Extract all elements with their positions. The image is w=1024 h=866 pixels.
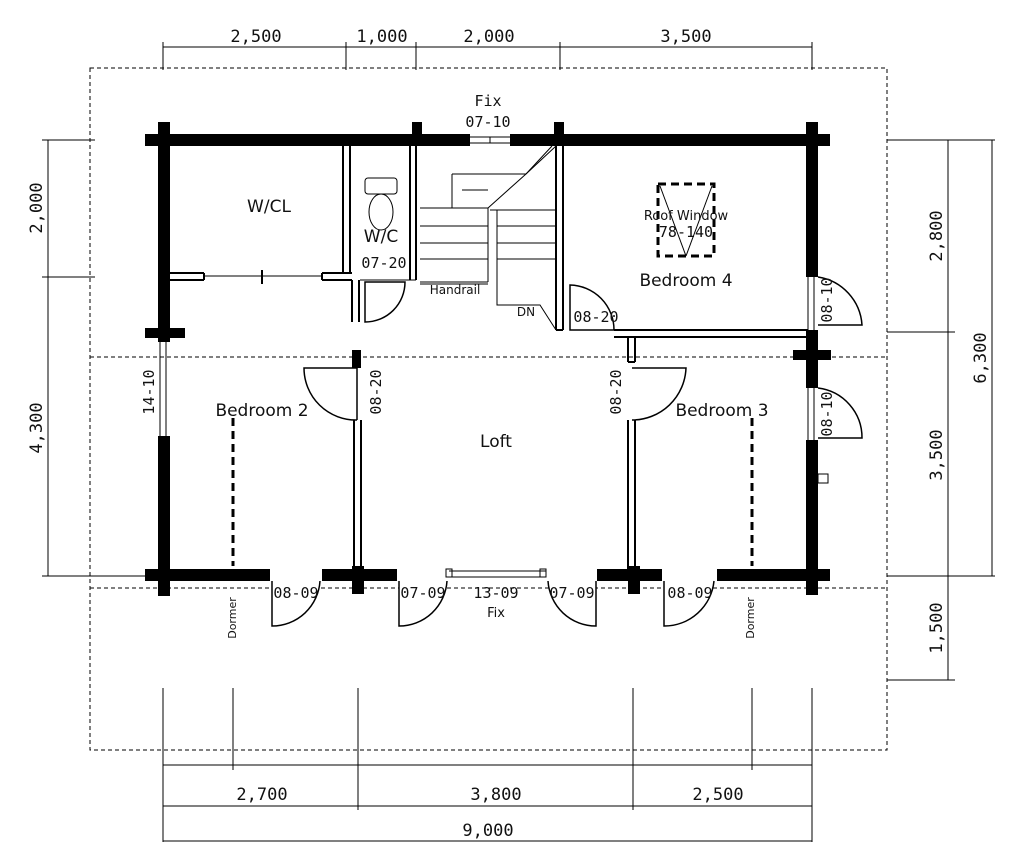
dim-right-2: 3,500 xyxy=(927,429,947,480)
dimension-labels: 2,500 1,000 2,000 3,500 2,000 4,300 2,80… xyxy=(27,27,991,841)
dim-right-total: 6,300 xyxy=(971,332,991,383)
fix-top-label: Fix xyxy=(474,92,501,110)
bottom-opening-5: 08-09 xyxy=(667,584,712,602)
roof-outline xyxy=(89,67,888,751)
dim-top-1: 2,500 xyxy=(230,27,281,47)
dim-right-1: 2,800 xyxy=(927,210,947,261)
opening-codes: Fix 07-10 07-20 08-20 08-20 08-20 14-10 … xyxy=(140,92,836,621)
roof-window-label: Roof Window xyxy=(644,209,729,224)
roof-window-icon xyxy=(656,182,716,258)
bottom-opening-2: 07-09 xyxy=(400,584,445,602)
toilet-icon xyxy=(364,177,398,231)
window-top-code: 07-10 xyxy=(465,113,510,131)
bed2-door-code: 08-20 xyxy=(367,369,385,414)
staircase xyxy=(420,145,557,331)
bed4-window-code: 08-10 xyxy=(818,277,836,322)
dim-left-2: 4,300 xyxy=(27,402,47,453)
bed4-door-code: 08-20 xyxy=(573,308,618,326)
windows xyxy=(159,136,829,578)
down-label: DN xyxy=(517,305,535,319)
room-wc: W/C xyxy=(364,227,398,247)
dim-bottom-total: 9,000 xyxy=(462,821,513,841)
dim-bottom-1: 2,700 xyxy=(236,785,287,805)
dormer-lines xyxy=(231,418,754,566)
doors xyxy=(271,276,863,627)
bed3-door-code: 08-20 xyxy=(607,369,625,414)
bed3-window-code: 08-10 xyxy=(818,391,836,436)
dim-left-1: 2,000 xyxy=(27,182,47,233)
dim-top-2: 1,000 xyxy=(356,27,407,47)
bottom-opening-3: 13-09 xyxy=(473,584,518,602)
room-bedroom4: Bedroom 4 xyxy=(639,271,732,291)
dormer-right-label: Dormer xyxy=(744,597,757,639)
dim-bottom-2: 3,800 xyxy=(470,785,521,805)
room-labels: W/CL W/C Bedroom 2 Bedroom 3 Bedroom 4 L… xyxy=(215,197,768,452)
roof-window-code: 78-140 xyxy=(659,223,713,241)
bottom-opening-4: 07-09 xyxy=(549,584,594,602)
dim-bottom-3: 2,500 xyxy=(692,785,743,805)
dim-top-4: 3,500 xyxy=(660,27,711,47)
interior-walls xyxy=(170,146,808,569)
room-loft: Loft xyxy=(480,432,512,452)
wc-door-code: 07-20 xyxy=(361,254,406,272)
bed2-window-code: 14-10 xyxy=(140,369,158,414)
dimension-lines xyxy=(42,42,995,842)
room-wcl: W/CL xyxy=(247,197,291,217)
exterior-walls xyxy=(145,122,831,596)
room-bedroom3: Bedroom 3 xyxy=(675,401,768,421)
dim-top-3: 2,000 xyxy=(463,27,514,47)
handrail-label: Handrail xyxy=(430,283,481,297)
misc-labels: Handrail DN Dormer Dormer xyxy=(226,283,757,639)
bottom-opening-1: 08-09 xyxy=(273,584,318,602)
room-bedroom2: Bedroom 2 xyxy=(215,401,308,421)
dormer-left-label: Dormer xyxy=(226,597,239,639)
fix-bottom-label: Fix xyxy=(487,606,505,621)
dim-right-3: 1,500 xyxy=(927,602,947,653)
